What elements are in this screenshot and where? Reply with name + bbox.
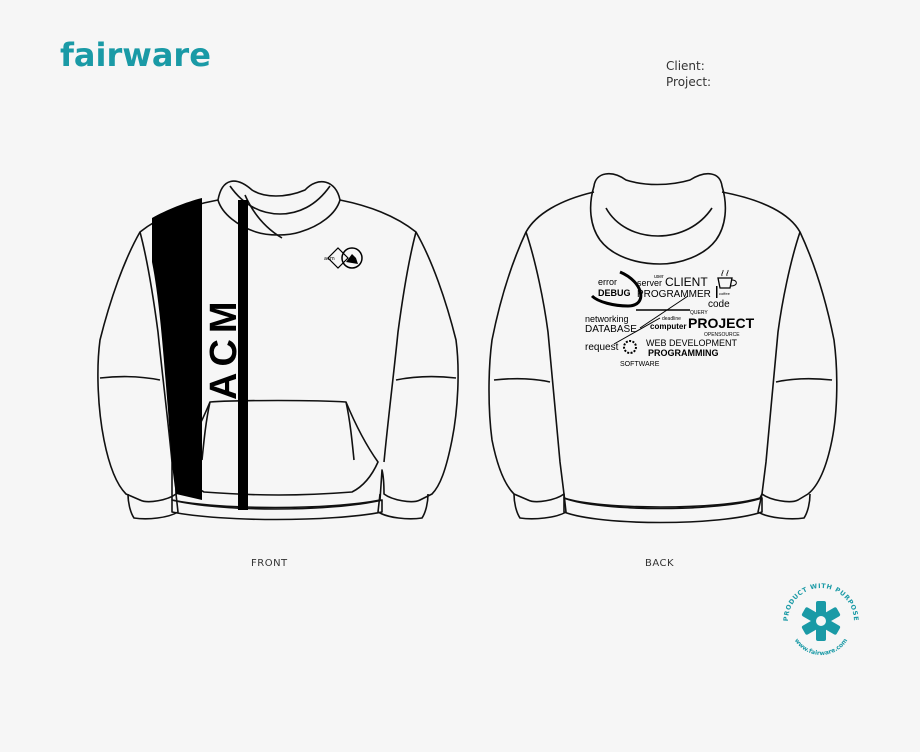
front-stripe-narrow xyxy=(238,200,248,510)
word-programmer: PROGRAMMER xyxy=(637,289,711,300)
word-user: user xyxy=(654,274,664,280)
back-view-label: BACK xyxy=(645,558,675,569)
word-software: SOFTWARE xyxy=(620,361,660,368)
word-error: error xyxy=(598,277,617,287)
gear-icon xyxy=(623,340,637,354)
chest-logo-icon: acm xyxy=(324,247,363,269)
word-database: DATABASE xyxy=(585,324,637,335)
back-word-cloud: error DEBUG user server CLIENT PROGRAMME… xyxy=(585,269,755,368)
client-label: Client: xyxy=(666,59,705,73)
word-project: PROJECT xyxy=(688,315,755,331)
word-programming: PROGRAMMING xyxy=(648,348,719,358)
product-with-purpose-seal: PRODUCT WITH PURPOSE www.fairware.com xyxy=(782,582,860,657)
front-stripe-wide xyxy=(152,198,202,500)
front-print-text: ACM xyxy=(203,295,245,400)
word-request: request xyxy=(585,342,619,353)
svg-text:acm: acm xyxy=(324,256,335,262)
word-client: CLIENT xyxy=(665,275,708,289)
word-code: code xyxy=(708,299,730,310)
brand-logo: fairware xyxy=(60,36,211,74)
coffee-cup-icon xyxy=(717,269,737,289)
back-hoodie xyxy=(488,173,838,524)
word-networking: networking xyxy=(585,314,629,324)
word-webdev: WEB DEVELOPMENT xyxy=(646,338,738,348)
project-label: Project: xyxy=(666,75,712,89)
asterisk-icon xyxy=(801,601,841,641)
word-server: server xyxy=(637,278,662,288)
word-deadline: deadline xyxy=(662,316,681,322)
front-view-label: FRONT xyxy=(251,558,288,569)
word-opensource: OPENSOURCE xyxy=(704,332,740,338)
front-hoodie xyxy=(97,180,459,521)
order-info: Client: Project: xyxy=(666,58,711,90)
word-query: QUERY xyxy=(690,310,708,316)
word-debug: DEBUG xyxy=(598,288,631,298)
word-computer: computer xyxy=(650,322,686,331)
word-coffee: coffee xyxy=(719,291,731,296)
